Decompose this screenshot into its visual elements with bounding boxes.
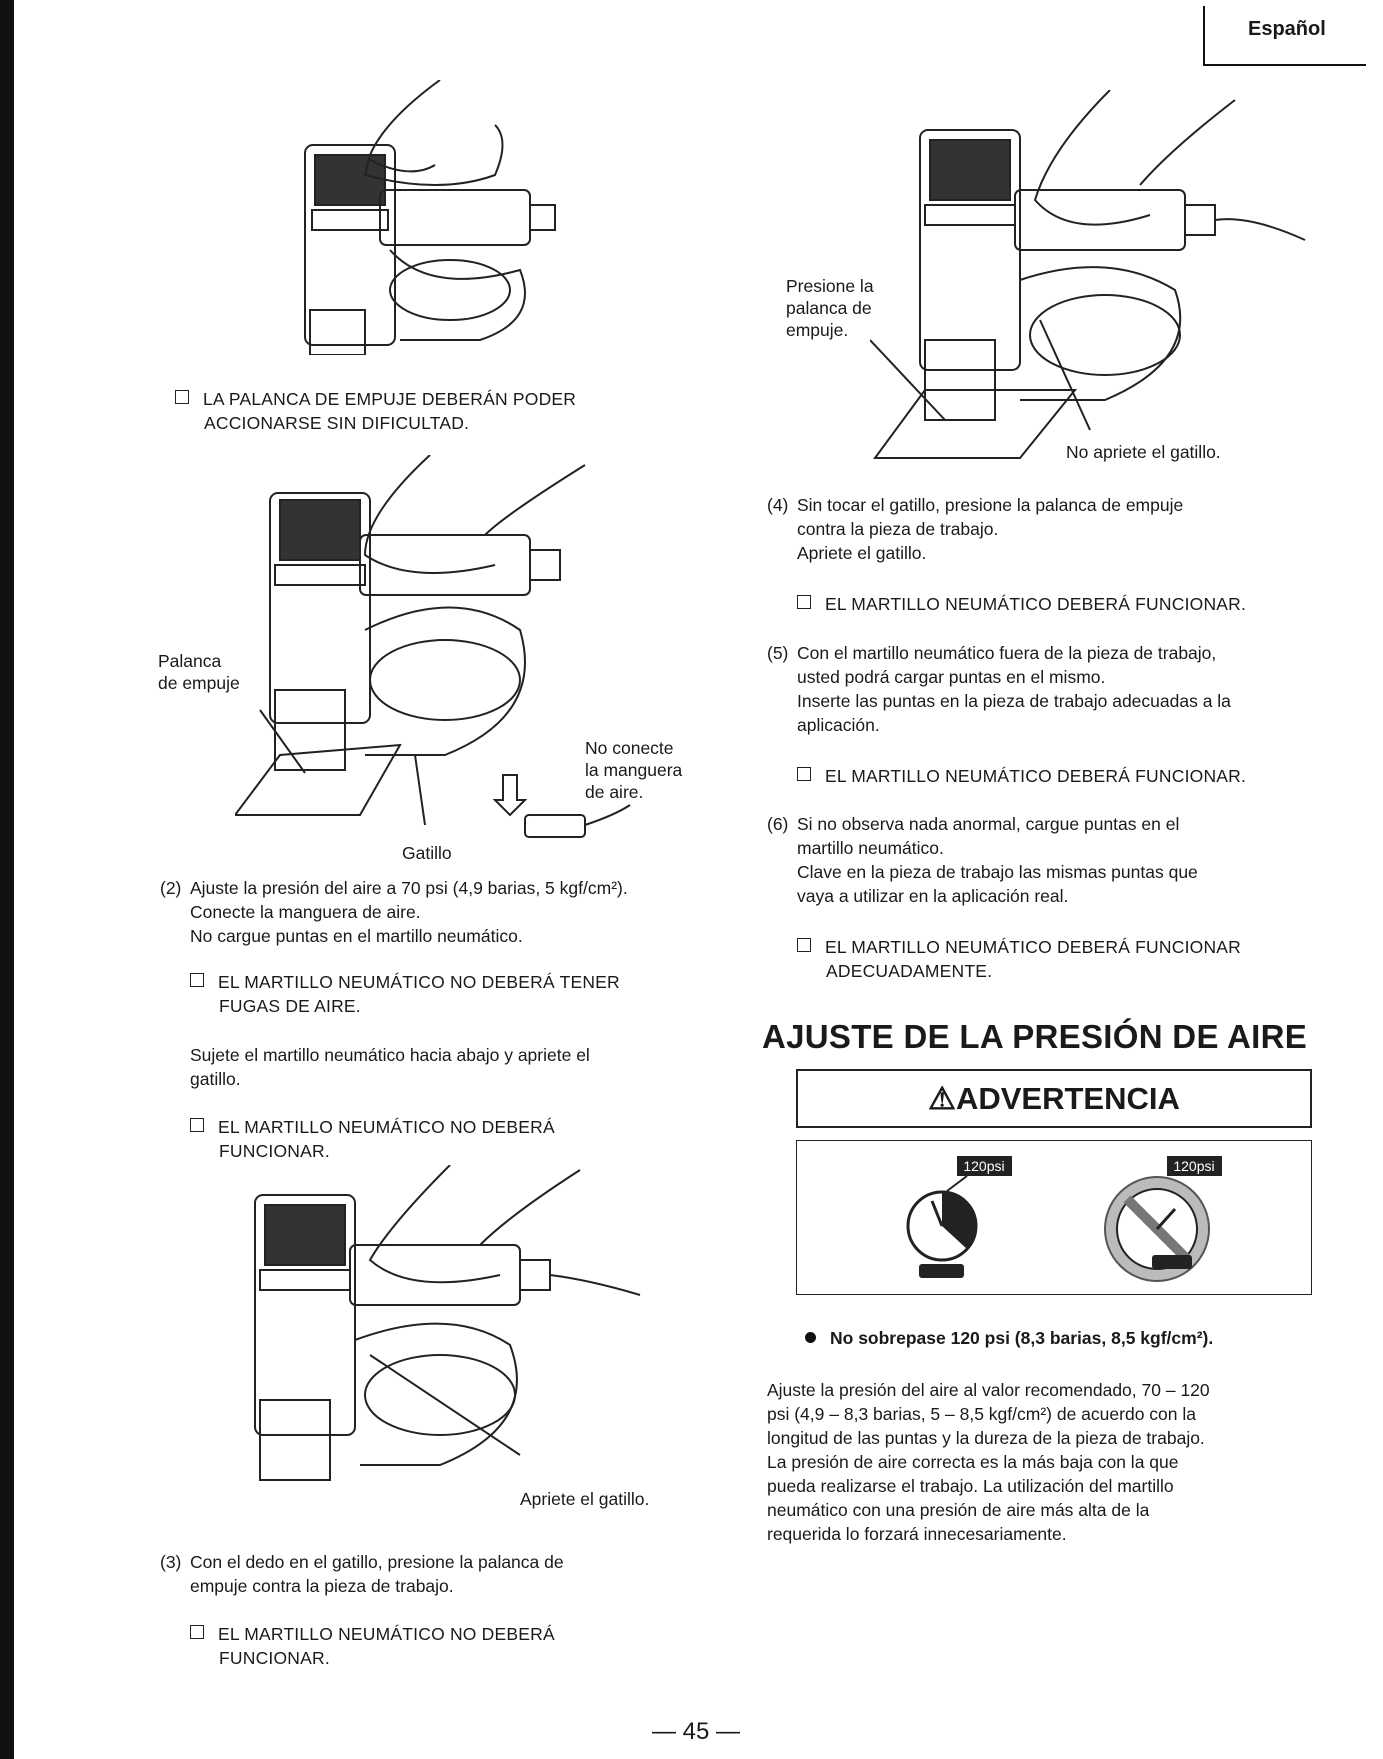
language-tab-underline: [1203, 64, 1366, 66]
gauge-ok-icon: 120psi: [906, 1156, 1012, 1278]
step-6: (6) Si no observa nada anormal, cargue p…: [767, 814, 1198, 906]
paragraph-ajuste: Ajuste la presión del aire al valor reco…: [767, 1380, 1210, 1544]
check-item-7: EL MARTILLO NEUMÁTICO DEBERÁ FUNCIONAR A…: [797, 935, 1241, 983]
checkbox-icon: [190, 973, 204, 987]
label-no-conecte: No conecte la manguera de aire.: [585, 738, 683, 802]
label-no-apriete: No apriete el gatillo.: [1066, 442, 1221, 462]
check-item-3: EL MARTILLO NEUMÁTICO NO DEBERÁ FUNCIONA…: [190, 1115, 555, 1163]
label-presione: Presione la palanca de empuje.: [786, 276, 874, 340]
label-apriete: Apriete el gatillo.: [520, 1489, 650, 1509]
label-palanca: Palanca de empuje: [158, 651, 240, 693]
check-item-5: EL MARTILLO NEUMÁTICO DEBERÁ FUNCIONAR.: [797, 592, 1246, 616]
page-edge-bar: [0, 0, 14, 1759]
figure-nailer-push-lever: [304, 80, 556, 355]
section-heading: AJUSTE DE LA PRESIÓN DE AIRE: [762, 1018, 1308, 1055]
figure-nailer-trigger-pulled: [254, 1165, 641, 1481]
checkbox-icon: [797, 767, 811, 781]
check-item-4: EL MARTILLO NEUMÁTICO NO DEBERÁ FUNCIONA…: [190, 1622, 555, 1670]
checkbox-icon: [190, 1118, 204, 1132]
gauge-prohibited-icon: 120psi: [1104, 1156, 1222, 1282]
check-item-6: EL MARTILLO NEUMÁTICO DEBERÁ FUNCIONAR.: [797, 764, 1246, 788]
paragraph-sujete: Sujete el martillo neumático hacia abajo…: [190, 1045, 590, 1089]
checkbox-icon: [797, 595, 811, 609]
checkbox-icon: [797, 938, 811, 952]
page-number: — 45 —: [652, 1718, 741, 1745]
gauge-prohibited-label: 120psi: [1173, 1158, 1214, 1174]
warning-box: ⚠ADVERTENCIA: [796, 1069, 1312, 1128]
warning-title: ⚠ADVERTENCIA: [928, 1081, 1180, 1116]
checkbox-icon: [190, 1625, 204, 1639]
warning-bullet: No sobrepase 120 psi (8,3 barias, 8,5 kg…: [805, 1326, 1213, 1350]
gauge-ok-label: 120psi: [963, 1158, 1004, 1174]
figure-nailer-disconnected: [235, 455, 631, 838]
figure-nailer-push-contact: [870, 90, 1306, 459]
warning-triangle-icon: ⚠: [928, 1081, 956, 1116]
language-tab-rule: [1203, 6, 1205, 66]
check-item-1: LA PALANCA DE EMPUJE DEBERÁN PODER ACCIO…: [175, 387, 576, 435]
label-gatillo: Gatillo: [402, 843, 452, 863]
checkbox-icon: [175, 390, 189, 404]
step-2: (2) Ajuste la presión del aire a 70 psi …: [160, 878, 628, 946]
bullet-icon: [805, 1332, 816, 1343]
step-3: (3) Con el dedo en el gatillo, presione …: [160, 1552, 564, 1596]
check-item-2: EL MARTILLO NEUMÁTICO NO DEBERÁ TENER FU…: [190, 970, 620, 1018]
step-5: (5) Con el martillo neumático fuera de l…: [767, 643, 1231, 735]
pressure-pictogram-box: 120psi 120psi: [796, 1140, 1312, 1295]
language-label: Español: [1248, 18, 1326, 40]
step-4: (4) Sin tocar el gatillo, presione la pa…: [767, 495, 1184, 563]
